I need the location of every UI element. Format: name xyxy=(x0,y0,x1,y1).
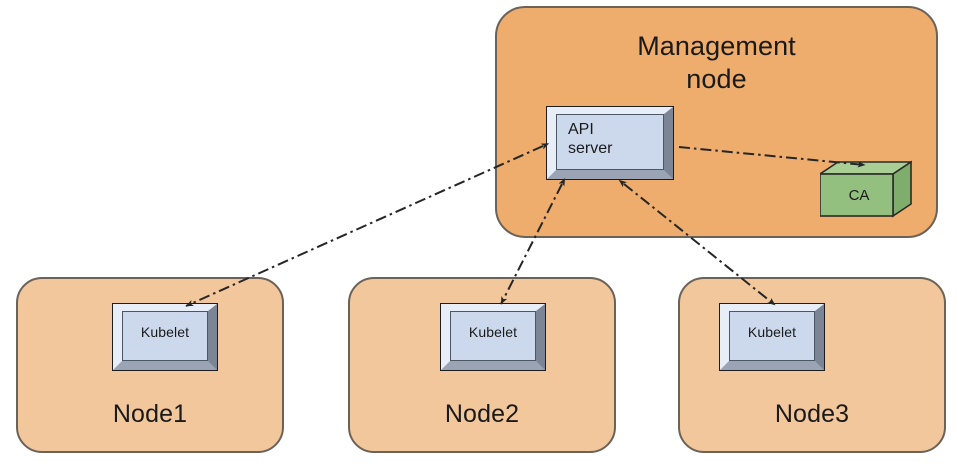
worker-node-2-label: Node2 xyxy=(444,400,520,428)
management-node-label-line2: node xyxy=(686,64,747,94)
management-node-label-line1: Management xyxy=(637,31,796,61)
api-server-label-line2: server xyxy=(568,140,613,157)
kubelet-1-inner-panel xyxy=(122,311,208,361)
kubelet-2-inner-panel xyxy=(450,311,536,361)
api-server-label: API server xyxy=(547,120,694,158)
kubelet-2-bevel-facet xyxy=(441,304,545,370)
api-server-label-line1: API xyxy=(568,121,594,138)
worker-node-1-label: Node1 xyxy=(112,400,188,428)
kubelet-3-bevel-facet xyxy=(720,304,824,370)
kubelet-3-inner-panel xyxy=(729,311,815,361)
ca-label: CA xyxy=(848,187,870,204)
api-server-inner-panel xyxy=(556,114,664,170)
ca-cube[interactable]: CA xyxy=(820,160,912,218)
kubelet-box-node-3[interactable]: Kubelet xyxy=(719,303,825,371)
kubelet-3-label: Kubelet xyxy=(747,324,797,340)
api-server-bevel-facet xyxy=(547,107,673,179)
api-server-box[interactable]: API server xyxy=(546,106,674,180)
kubelet-1-label: Kubelet xyxy=(140,324,190,340)
kubelet-1-bevel-facet xyxy=(113,304,217,370)
worker-node-3-label: Node3 xyxy=(774,400,850,428)
management-node-label: Management node xyxy=(497,30,936,96)
kubelet-2-label: Kubelet xyxy=(468,324,518,340)
kubelet-box-node-1[interactable]: Kubelet xyxy=(112,303,218,371)
kubelet-box-node-2[interactable]: Kubelet xyxy=(440,303,546,371)
